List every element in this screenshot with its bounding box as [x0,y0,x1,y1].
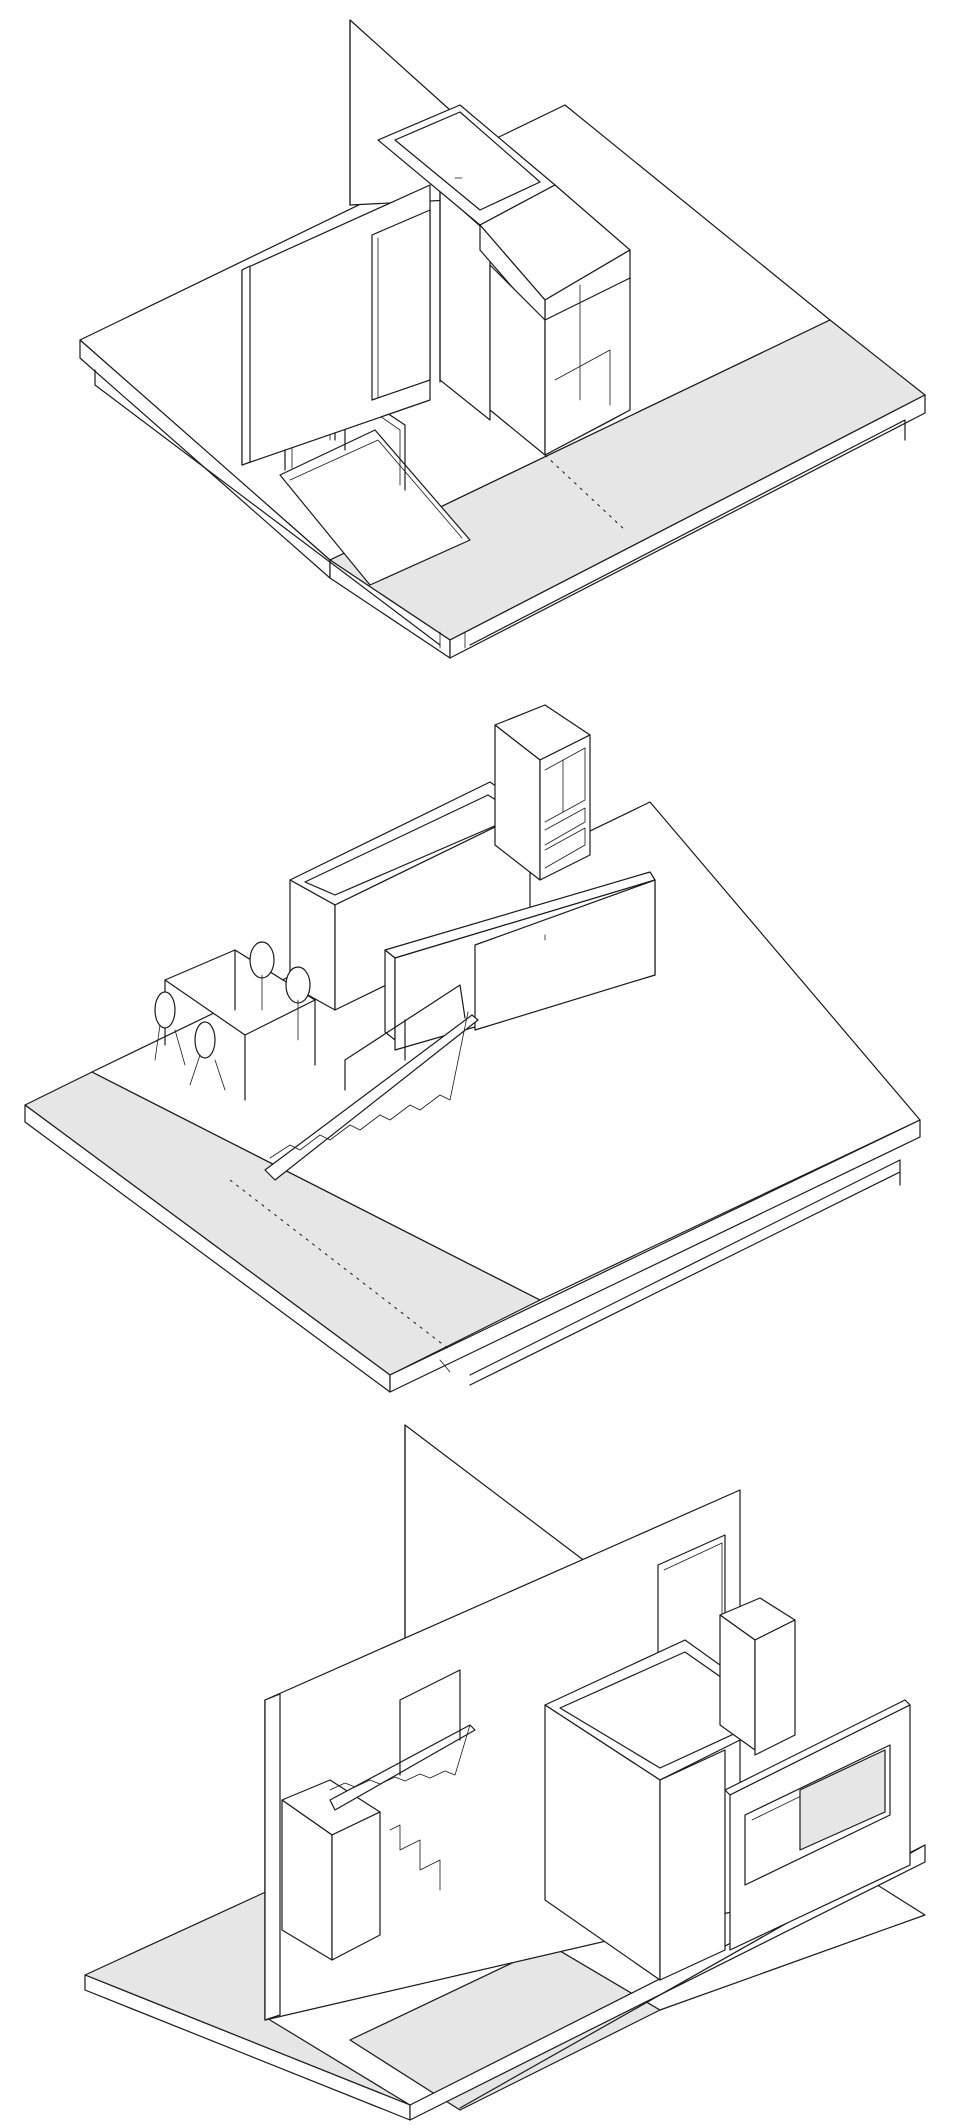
lower-staircase [329,1669,476,1811]
chair-4 [189,1021,226,1091]
middle-handrail [344,984,466,1091]
middle-chairs [154,941,311,1091]
lower-window-wall [724,1699,911,1951]
middle-refrigerator [494,704,591,881]
middle-dining-table [164,949,316,1101]
middle-floor-slab [24,801,921,1393]
lower-level [84,1424,926,2121]
lower-stair-block [281,1779,441,1961]
chair-2 [285,966,311,1041]
middle-kitchen-counter [289,781,531,1011]
chair-1 [249,941,275,1011]
middle-staircase [264,1011,479,1181]
lower-partition [719,1597,796,1756]
upper-level [79,19,926,659]
upper-storage-unit [489,264,631,456]
chair-3 [154,991,186,1066]
upper-partition-walls [241,19,491,466]
middle-partition-wall [384,871,656,1051]
upper-overhead-box [377,104,631,326]
upper-stair-void [279,429,471,586]
middle-level [24,704,921,1393]
